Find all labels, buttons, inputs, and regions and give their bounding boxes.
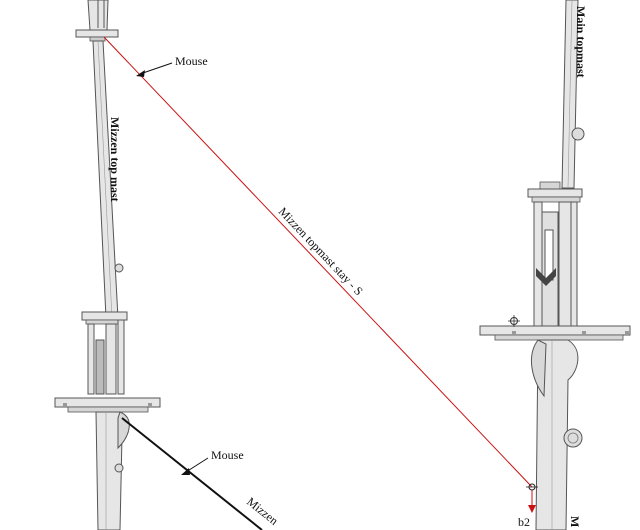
main-lower-sheave — [563, 428, 583, 448]
main-bibb — [531, 339, 547, 398]
mizzen-mast-assembly — [54, 0, 161, 530]
main-topmast-label: Main topmast — [574, 6, 588, 78]
mizzen-top-mast-label: Mizzen top mast — [108, 117, 122, 202]
main-partial-label: M — [568, 516, 582, 527]
mouse-upper-label: Mouse — [175, 54, 208, 68]
mizzen-stay-line — [121, 417, 263, 530]
main-topmast-sheave — [571, 127, 585, 141]
mizzen-lower-sheave — [114, 463, 124, 473]
mizzen-sheave — [114, 263, 124, 273]
main-cap — [527, 188, 583, 198]
main-mast-assembly — [479, 0, 631, 530]
mizzen-trestle-top — [81, 311, 128, 321]
mouse-lower-label: Mouse — [211, 448, 244, 462]
crosshair-fitting — [508, 315, 520, 327]
main-fid-chevron — [536, 268, 556, 286]
mizzen-topmast-stay-line — [103, 36, 533, 488]
main-top-platform — [479, 325, 631, 336]
main-lower-mast — [535, 339, 579, 530]
mouse-lower-leader — [181, 457, 209, 475]
mizzen-bibb — [117, 411, 130, 450]
stay-label: Mizzen topmast stay - S — [276, 204, 366, 298]
b2-label: b2 — [518, 515, 530, 529]
b2-arrowhead — [528, 505, 536, 513]
mizzen-partial-label: Mizzen — [244, 494, 281, 527]
mizzen-top-platform — [54, 397, 161, 408]
mizzen-cap — [75, 29, 119, 38]
mouse-upper-leader — [136, 62, 173, 77]
